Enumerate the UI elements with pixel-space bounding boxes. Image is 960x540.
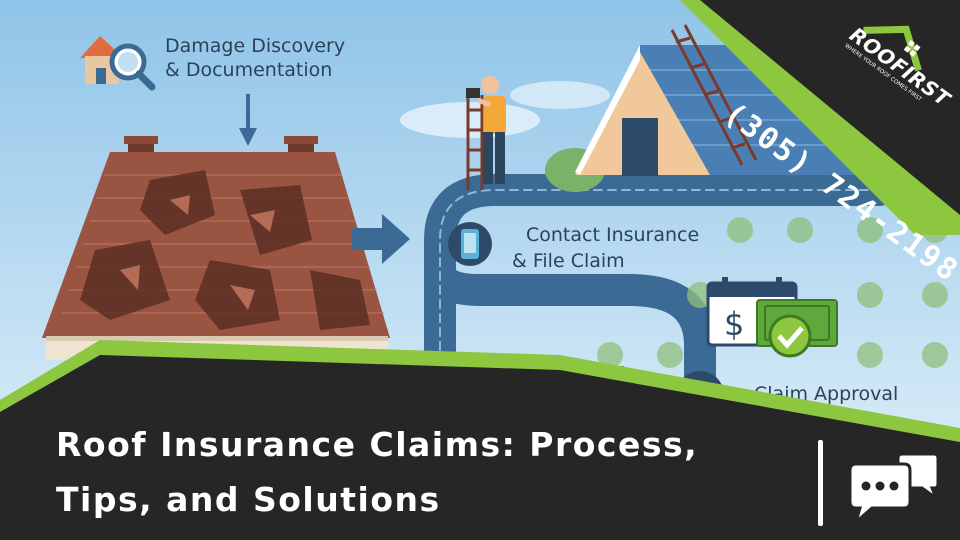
step-discovery-line2: & Documentation bbox=[165, 59, 333, 81]
brand-logo: ROOFIRST WHERE YOUR ROOF COMES FIRST bbox=[818, 0, 958, 138]
step-discovery-label: Damage Discovery & Documentation bbox=[165, 34, 345, 82]
arrow-down bbox=[239, 94, 257, 146]
house-search-icon bbox=[80, 36, 156, 91]
step-contact-label: Contact Insurance & File Claim bbox=[512, 222, 699, 274]
svg-text:$: $ bbox=[724, 305, 744, 343]
check-bill-icon bbox=[756, 299, 838, 358]
phone-icon bbox=[448, 222, 492, 266]
step-contact-line2: & File Claim bbox=[512, 250, 625, 272]
chat-bubbles-icon[interactable] bbox=[846, 452, 942, 526]
person-with-camera bbox=[466, 76, 506, 190]
divider bbox=[818, 440, 823, 526]
arrow-right bbox=[352, 214, 410, 264]
page-title-line2: Tips, and Solutions bbox=[56, 480, 441, 519]
page-title: Roof Insurance Claims: Process, Tips, an… bbox=[56, 428, 698, 516]
logo-roof-mark bbox=[863, 25, 922, 72]
dot-pattern bbox=[597, 217, 948, 368]
page-title-line1: Roof Insurance Claims: Process, bbox=[56, 425, 699, 464]
step-contact-line1: Contact Insurance bbox=[526, 224, 700, 246]
claim-path bbox=[424, 174, 896, 436]
house-blue-roof bbox=[545, 24, 855, 192]
step-discovery-line1: Damage Discovery bbox=[165, 35, 346, 57]
